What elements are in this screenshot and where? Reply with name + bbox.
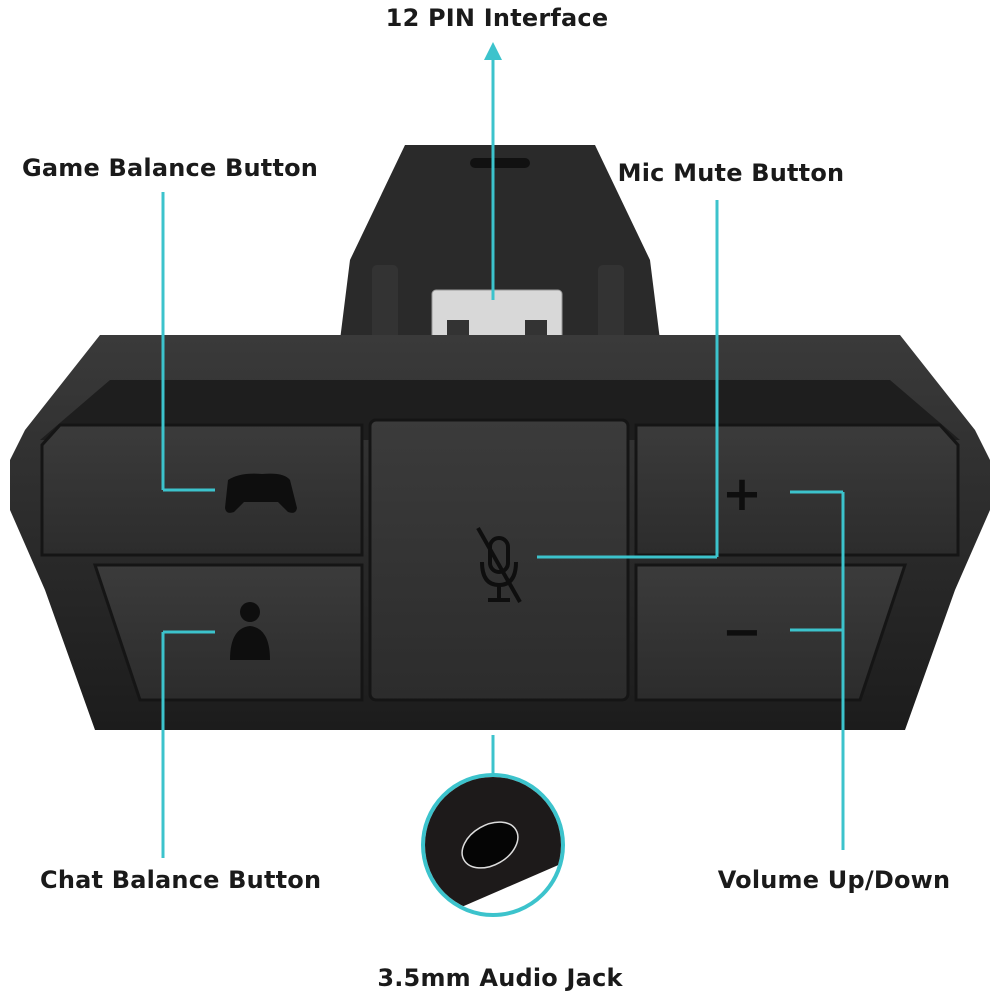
callout-lines xyxy=(161,45,845,858)
volume-down-button[interactable] xyxy=(634,563,908,702)
arrow-head-icon xyxy=(484,42,502,60)
label-volume-up-down: Volume Up/Down xyxy=(717,866,951,894)
mic-mute-button[interactable] xyxy=(368,418,630,702)
label-audio-jack: 3.5mm Audio Jack xyxy=(377,964,623,992)
label-mic-mute-button: Mic Mute Button xyxy=(617,159,845,187)
label-chat-balance-button: Chat Balance Button xyxy=(40,866,322,894)
label-game-balance-button: Game Balance Button xyxy=(22,154,319,182)
mount-bracket xyxy=(340,145,660,340)
gamepad-icon xyxy=(225,473,297,513)
audio-jack-port xyxy=(461,821,519,869)
volume-up-button[interactable] xyxy=(634,423,960,557)
chat-balance-button[interactable] xyxy=(92,563,364,702)
mount-slot xyxy=(470,158,530,168)
minus-icon: − xyxy=(722,604,762,660)
mic-muted-icon xyxy=(476,527,522,603)
plus-icon: + xyxy=(722,466,762,522)
label-12-pin-interface: 12 PIN Interface xyxy=(385,4,609,32)
audio-jack-inset xyxy=(421,773,565,917)
person-icon xyxy=(230,602,270,660)
